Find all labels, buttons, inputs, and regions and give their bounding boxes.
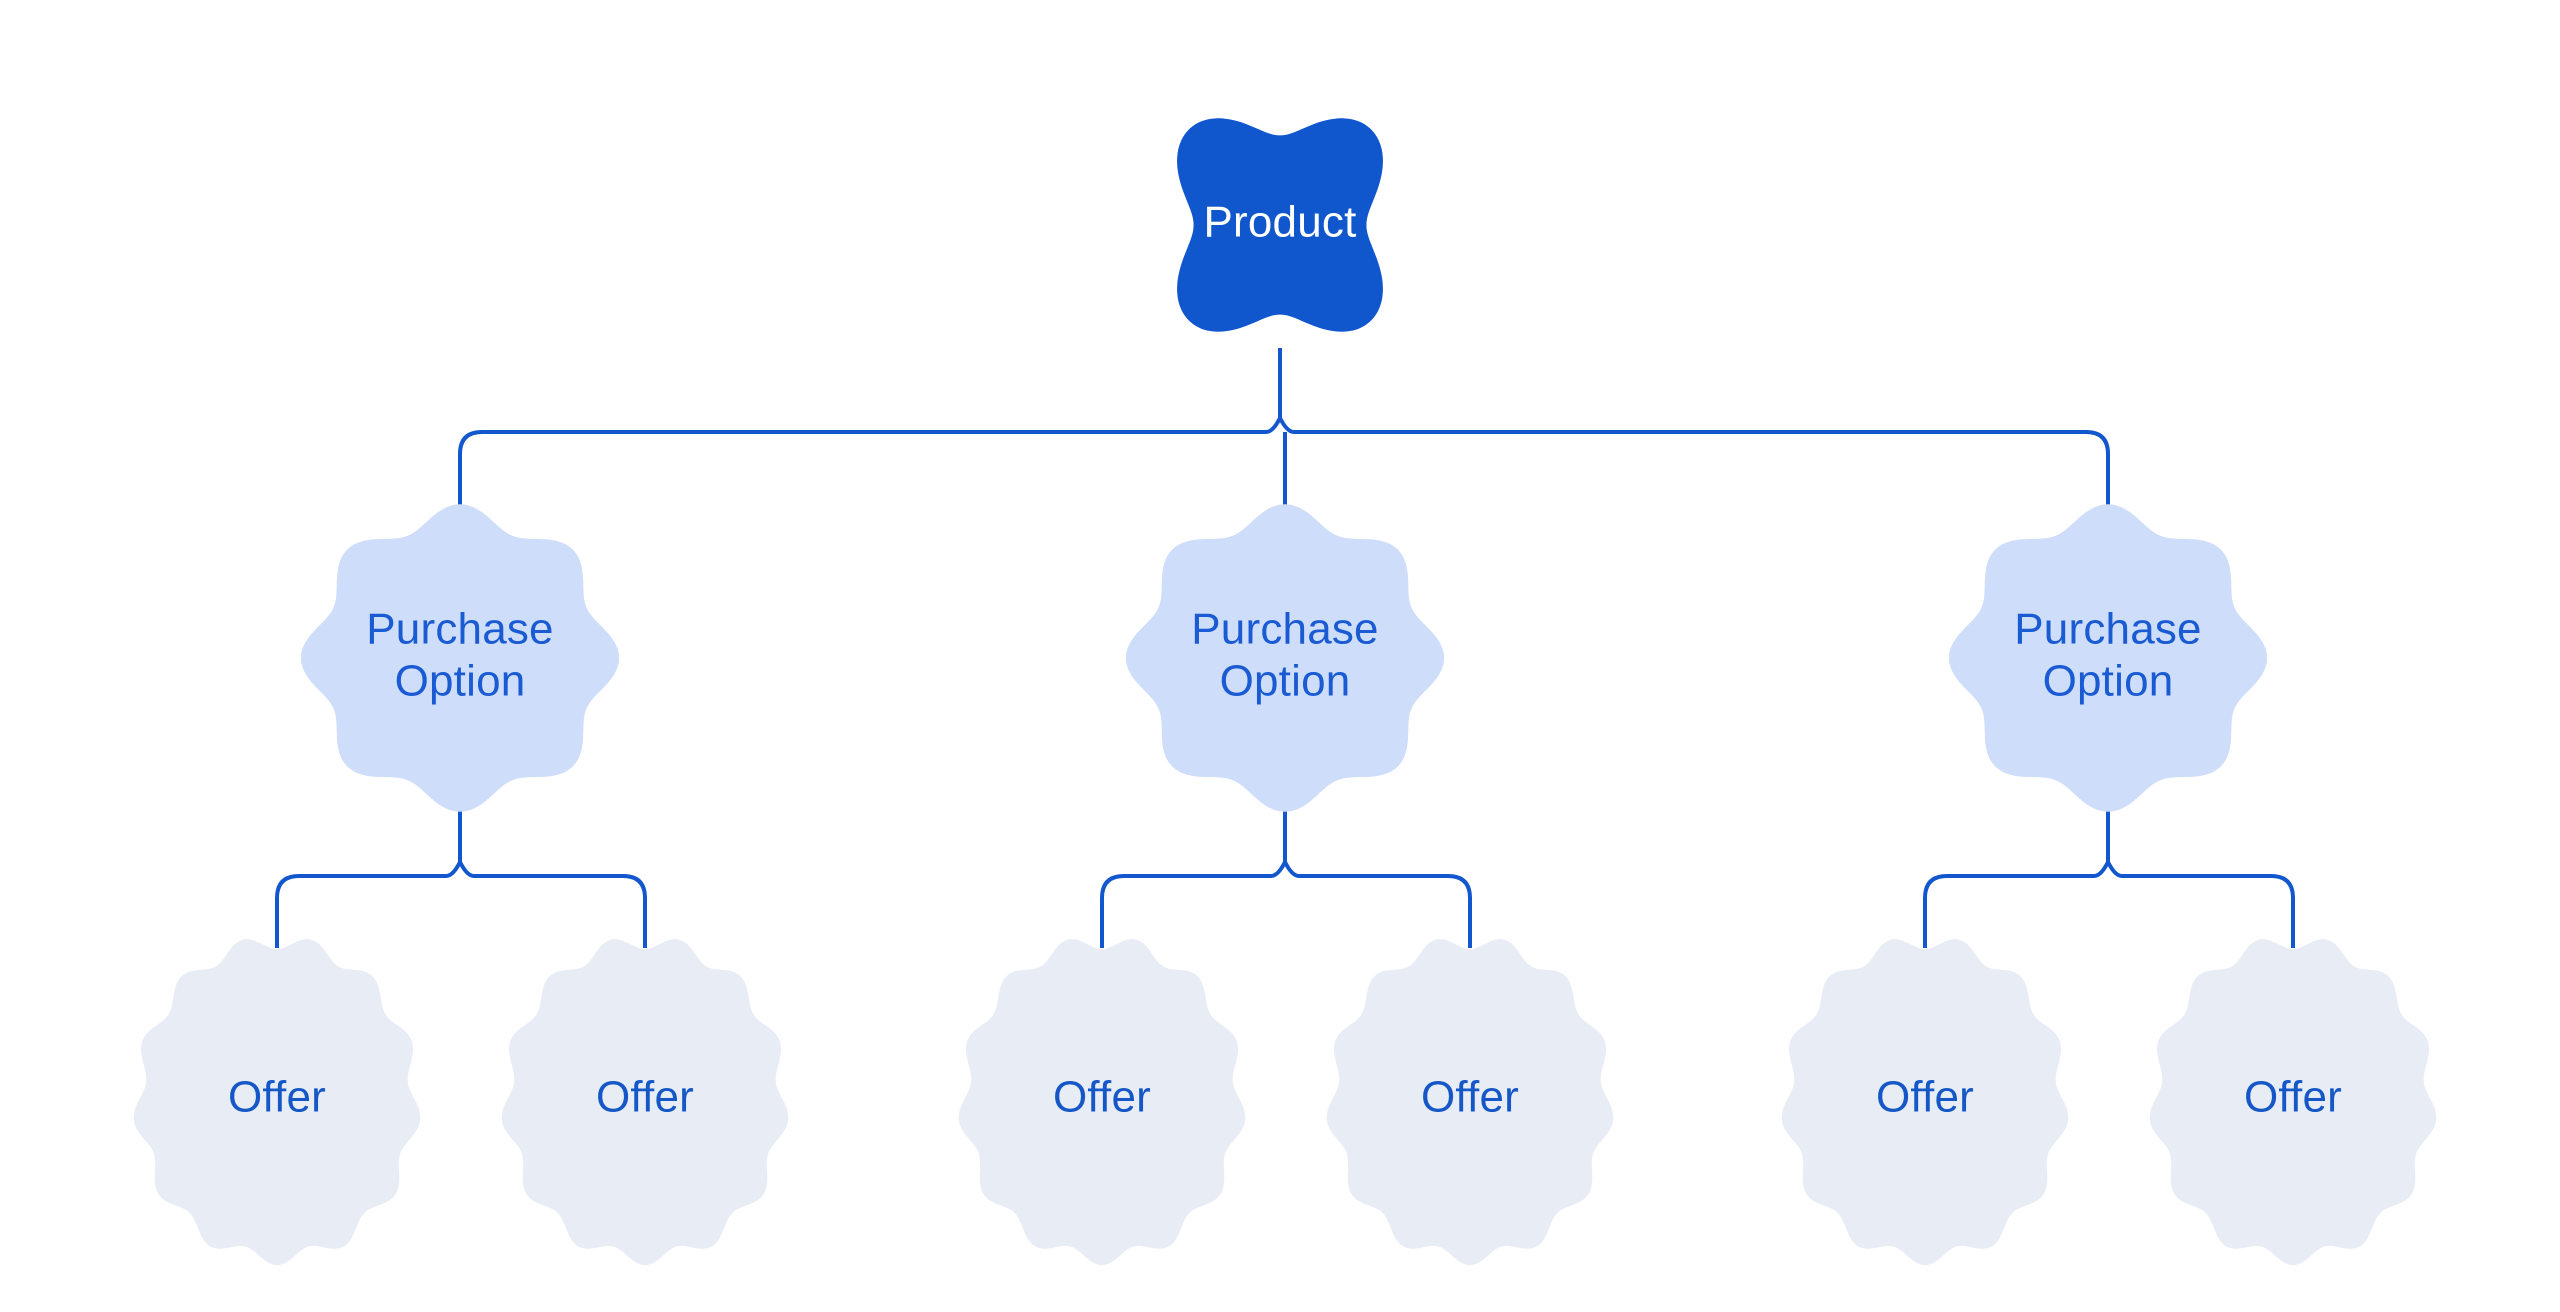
- node-purchase-option-3-shape: [1948, 504, 2268, 812]
- edges-layer: [275, 348, 2295, 948]
- node-offer-1[interactable]: Offer: [133, 939, 421, 1266]
- node-product-shape: [1177, 118, 1383, 332]
- node-offer-4[interactable]: Offer: [1326, 939, 1614, 1266]
- node-offer-2[interactable]: Offer: [501, 939, 789, 1266]
- node-offer-3[interactable]: Offer: [958, 939, 1246, 1266]
- edge-purchase-option-3-to-offers: [1923, 800, 2295, 948]
- edge-purchase-option-2-to-offers: [1100, 800, 1472, 948]
- node-offer-2-shape: [501, 939, 789, 1266]
- node-purchase-option-1-shape: [300, 504, 620, 812]
- node-offer-3-shape: [958, 939, 1246, 1266]
- node-offer-1-shape: [133, 939, 421, 1266]
- edge-purchase-option-1-to-offers: [275, 800, 647, 948]
- node-purchase-option-2-shape: [1125, 504, 1445, 812]
- node-offer-4-shape: [1326, 939, 1614, 1266]
- node-offer-6[interactable]: Offer: [2149, 939, 2437, 1266]
- node-offer-6-shape: [2149, 939, 2437, 1266]
- edge-product-to-purchase-options: [458, 348, 2110, 516]
- node-offer-5[interactable]: Offer: [1781, 939, 2069, 1266]
- node-offer-5-shape: [1781, 939, 2069, 1266]
- node-product[interactable]: Product: [1177, 118, 1383, 332]
